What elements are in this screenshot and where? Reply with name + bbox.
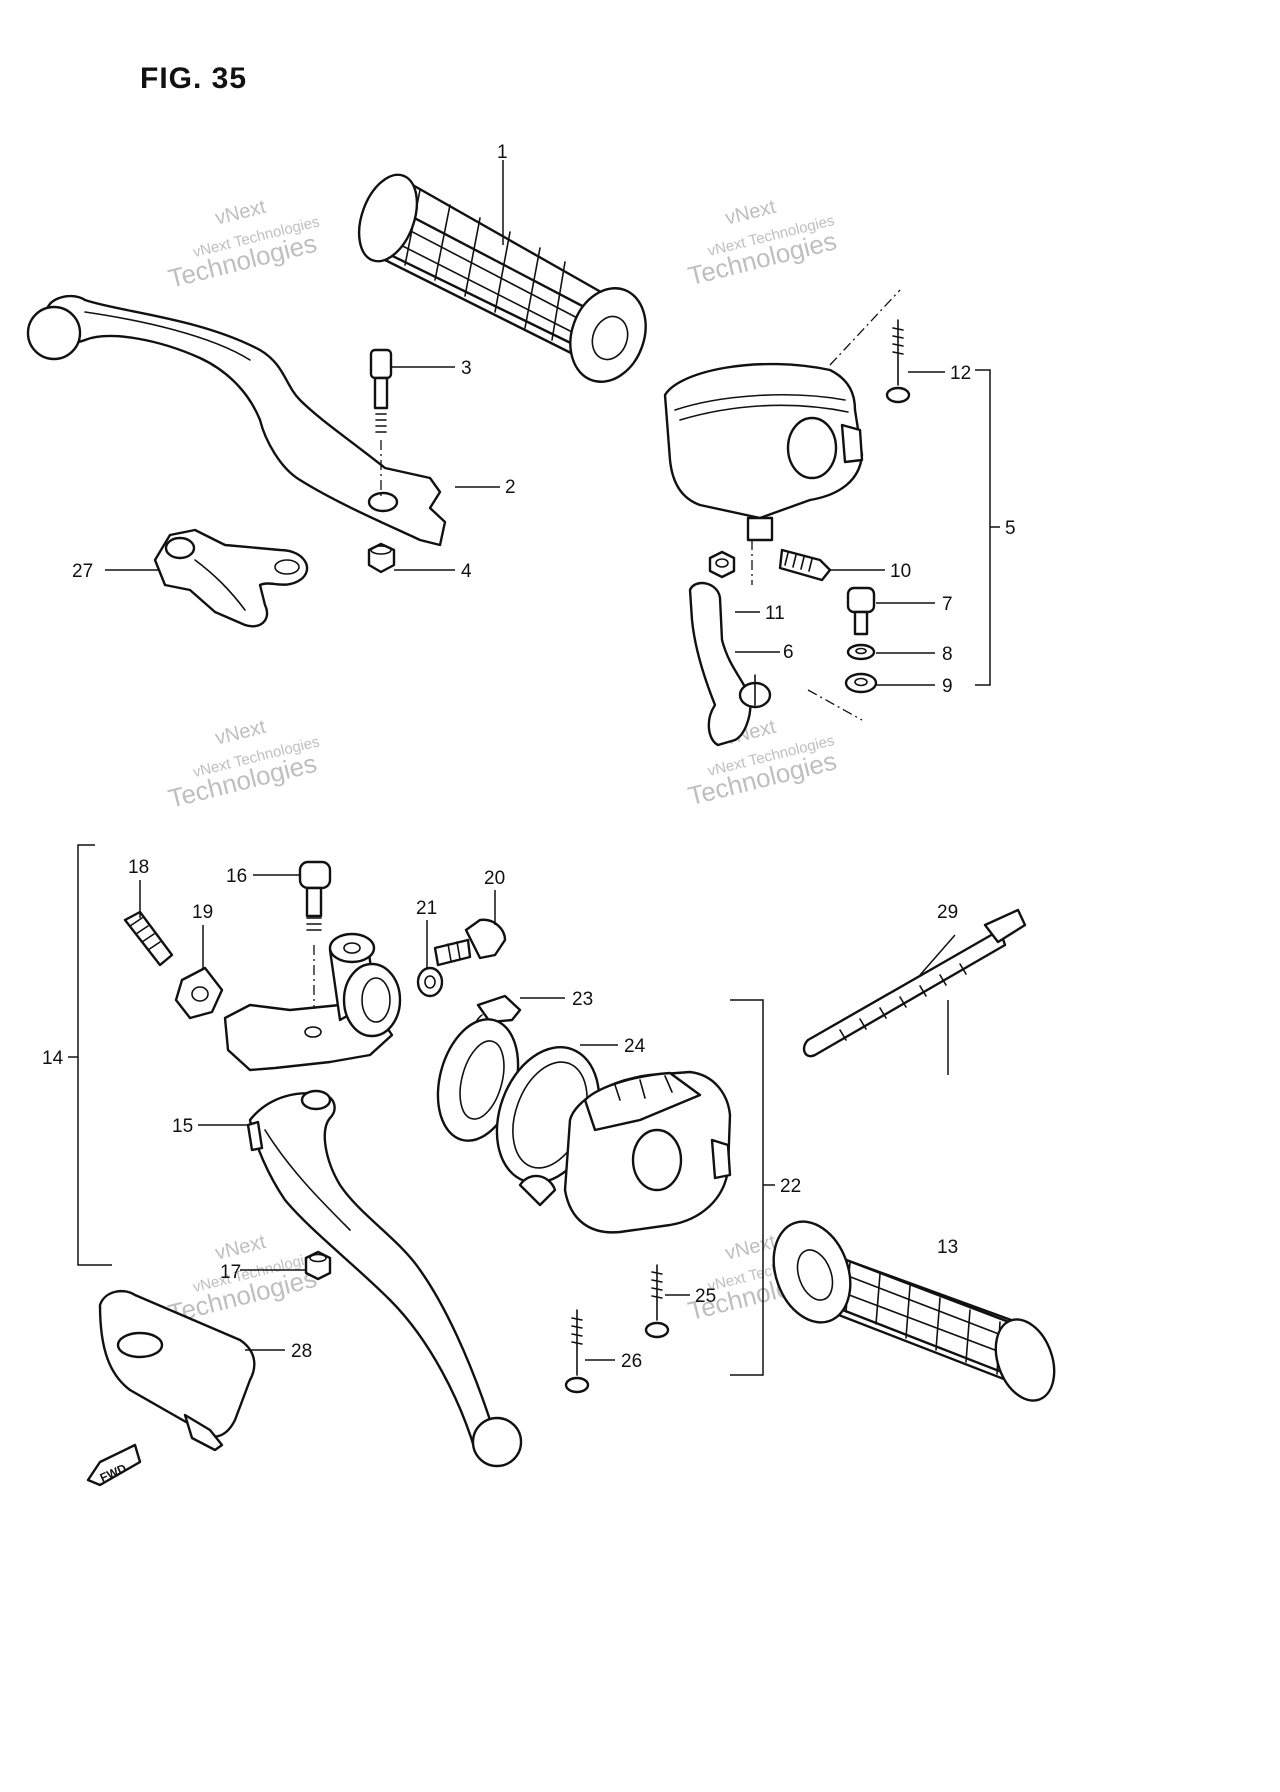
callout-27: 27 [72,561,93,582]
callout-1: 1 [497,142,508,163]
flat-washer [844,672,878,694]
callout-10: 10 [890,561,911,582]
svg-text:vNext: vNext [723,196,778,230]
svg-text:vNext: vNext [213,1231,268,1265]
callout-28: 28 [291,1341,312,1362]
switch-nut [708,550,736,579]
lever-boot-cover [98,1289,256,1452]
brake-lever [246,1089,523,1468]
right-grip [772,1220,1056,1402]
watermark-top-right: vNext vNext Technologies Technologies [685,196,840,291]
figure-title: FIG. 35 [140,62,248,95]
callout-19: 19 [192,902,213,923]
switch-lever [688,581,772,747]
callout-5: 5 [1005,518,1016,539]
mirror-bolt [433,918,507,967]
spring-washer [846,643,876,661]
callout-9: 9 [942,676,953,697]
callout-25: 25 [695,1286,716,1307]
brake-pivot-bolt [298,860,332,1020]
cable-tie [802,908,1027,1058]
mirror-washer [416,966,444,998]
callout-24: 24 [624,1036,646,1057]
callout-29: 29 [937,902,958,923]
callout-17: 17 [220,1262,241,1283]
lighting-switch-housing [663,289,901,542]
switch-screw-short [778,548,832,582]
clutch-lever [26,294,447,547]
callout-13: 13 [937,1237,958,1258]
adjuster-screw [123,910,174,967]
svg-text:vNext: vNext [213,196,268,230]
left-grip [357,173,647,383]
callout-4: 4 [461,561,472,582]
watermark-mid-right: vNext vNext Technologies Technologies [685,716,840,811]
switch-assembly-axis [751,540,863,721]
bracket-item-5 [975,369,1000,686]
callout-2: 2 [505,477,516,498]
callout-16: 16 [226,866,247,887]
brake-lever-nut [304,1250,332,1281]
callout-18: 18 [128,857,149,878]
bracket-item-22 [730,999,775,1376]
switch-screw-25 [644,1264,670,1339]
switch-screw-long [885,319,911,404]
adjuster-nut [174,966,224,1020]
lever-nut [367,542,396,574]
leader-lines [105,160,956,1361]
callout-14: 14 [42,1048,64,1069]
svg-text:vNext: vNext [723,1231,778,1265]
watermark-top-left: vNext vNext Technologies Technologies [165,196,321,294]
callout-26: 26 [621,1351,642,1372]
callout-3: 3 [461,358,472,379]
callout-12: 12 [950,363,971,384]
watermark-mid-left: vNext vNext Technologies Technologies [165,716,321,814]
callout-7: 7 [942,594,953,615]
callout-8: 8 [942,644,953,665]
callout-21: 21 [416,898,437,919]
switch-screw-26 [564,1309,590,1394]
callout-15: 15 [172,1116,193,1137]
clutch-switch-bracket [153,528,309,628]
brake-lever-holder [223,932,402,1072]
bracket-item-14 [68,844,112,1266]
callout-6: 6 [783,642,794,663]
callout-20: 20 [484,868,505,889]
callout-23: 23 [572,989,593,1010]
starter-switch-housing [518,1070,732,1234]
watermark-bottom-left: vNext vNext Technologies Technologies [165,1231,321,1329]
pivot-bolt [369,348,393,500]
callout-22: 22 [780,1176,801,1197]
callout-11: 11 [765,603,785,624]
svg-text:vNext: vNext [213,716,268,750]
fwd-arrow-icon: FWD [86,1443,142,1487]
switch-bolt [846,586,876,636]
